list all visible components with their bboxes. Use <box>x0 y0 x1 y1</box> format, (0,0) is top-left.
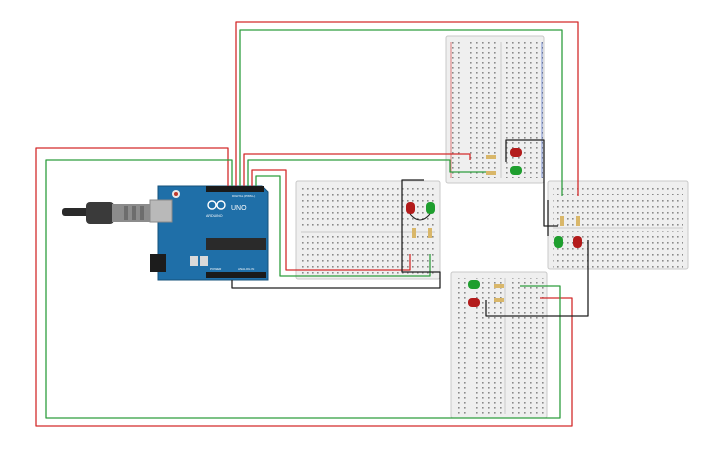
wire-green-outer[interactable] <box>45 159 561 419</box>
usb-port <box>149 199 173 223</box>
usb-plug <box>86 202 114 224</box>
analog-header-label: ANALOG IN <box>238 267 254 271</box>
wire-red-middle[interactable] <box>251 169 411 271</box>
led-middle-green[interactable] <box>426 202 435 214</box>
led-middle-red[interactable] <box>406 202 415 214</box>
resistor-right-1 <box>560 216 564 226</box>
wire-black-ground[interactable] <box>231 179 441 289</box>
wire-green-top[interactable] <box>239 29 563 196</box>
power-jack <box>150 254 166 272</box>
led-right-green[interactable] <box>554 236 563 248</box>
breadboard-bottom[interactable] <box>450 271 548 419</box>
analog-header <box>206 272 266 278</box>
breadboard-right[interactable] <box>547 180 689 270</box>
arduino-model-label: UNO <box>231 205 247 212</box>
led-bottom-red[interactable] <box>468 298 480 307</box>
resistor-middle-1 <box>412 228 416 238</box>
breadboard-middle[interactable] <box>295 180 441 280</box>
wire-red-top[interactable] <box>235 21 579 196</box>
led-middle-leads <box>409 213 431 221</box>
digital-header <box>206 186 264 192</box>
led-bottom-green[interactable] <box>468 280 480 289</box>
resistor-bottom-1 <box>494 284 504 288</box>
digital-header-label: DIGITAL (PWM~) <box>232 194 255 198</box>
wire-red-topboard[interactable] <box>243 153 471 186</box>
wire-green-topboard[interactable] <box>247 159 488 186</box>
wire-red-outer[interactable] <box>35 147 573 427</box>
resistor-middle-2 <box>428 228 432 238</box>
led-top-red[interactable] <box>510 148 522 157</box>
arduino-uno-board[interactable]: ARDUINO UNO DIGITAL (PWM~) POWER ANALOG … <box>62 185 269 281</box>
wire-black-right[interactable] <box>485 240 589 317</box>
arduino-brand-label: ARDUINO <box>206 214 223 218</box>
resistor-top-1 <box>486 155 496 159</box>
led-top-green[interactable] <box>510 166 522 175</box>
atmega-chip <box>206 238 266 250</box>
wire-black-top[interactable] <box>505 139 558 227</box>
resistor-top-2 <box>486 171 496 175</box>
led-right-red[interactable] <box>573 236 582 248</box>
breadboard-top[interactable] <box>445 35 545 184</box>
power-header-label: POWER <box>210 267 222 271</box>
arduino-logo-icon <box>207 200 226 210</box>
resistor-right-2 <box>576 216 580 226</box>
resistor-bottom-2 <box>494 298 504 302</box>
